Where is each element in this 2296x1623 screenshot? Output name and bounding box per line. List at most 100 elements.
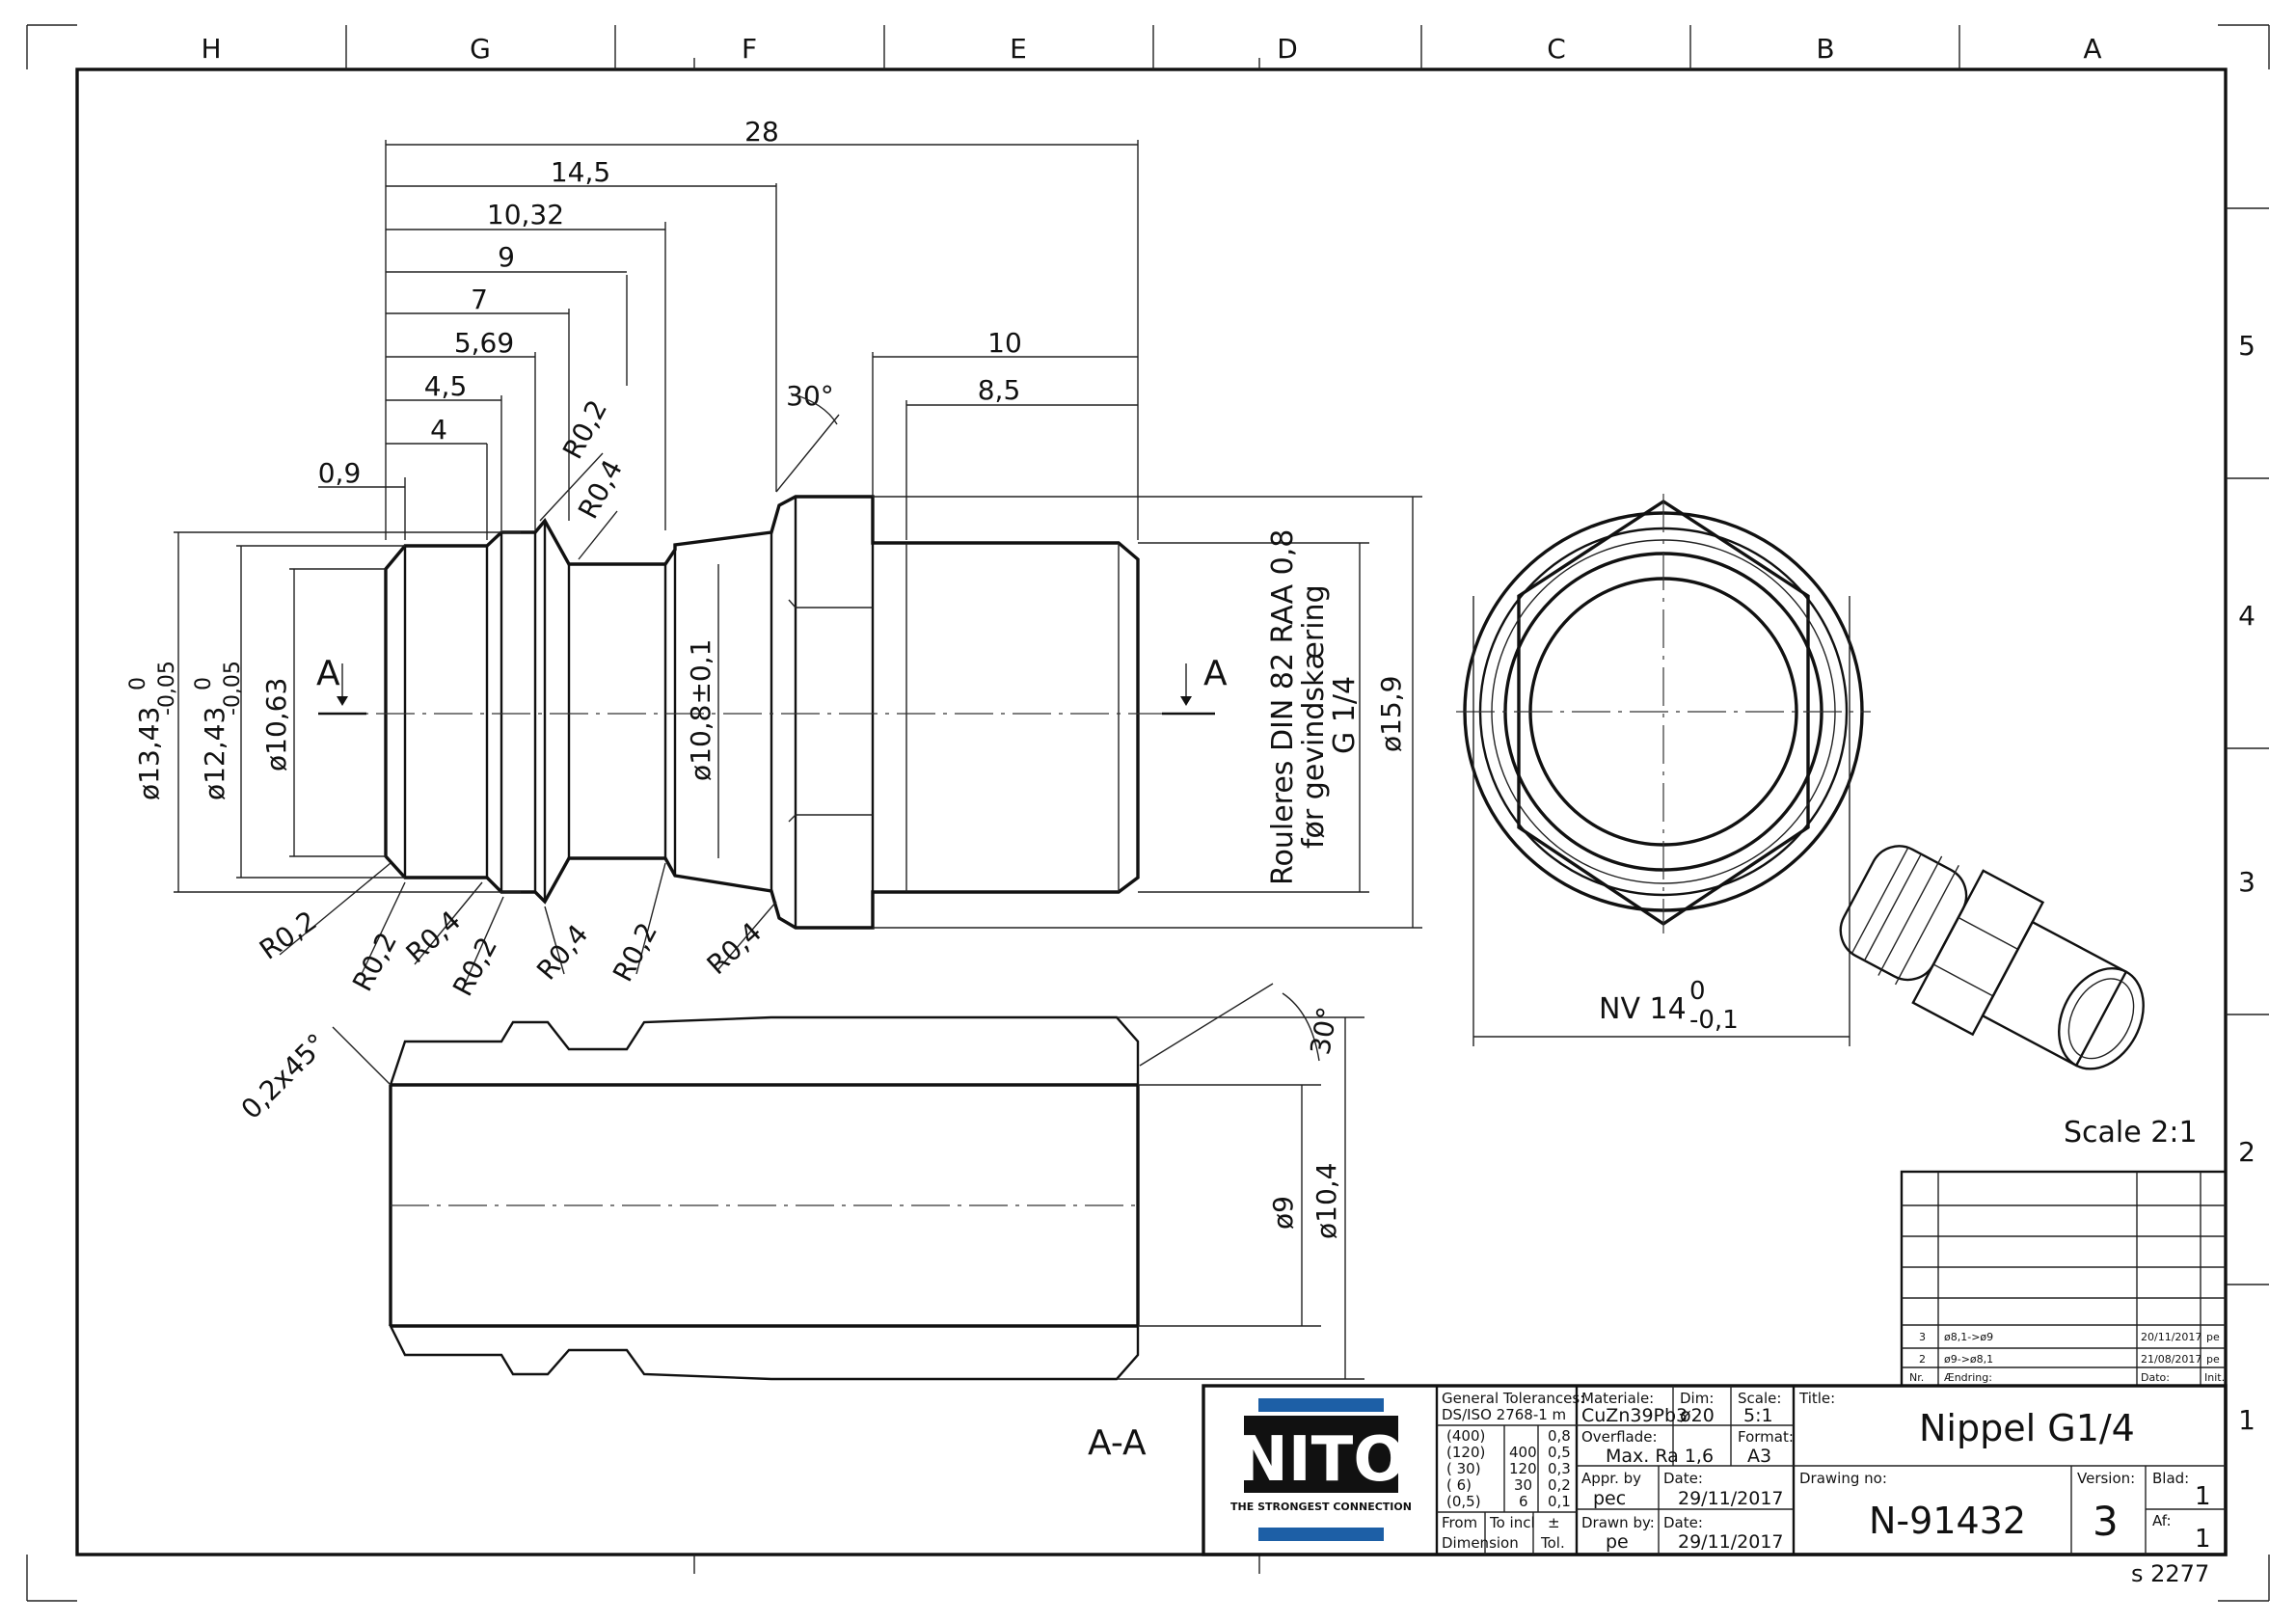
tol-dimension: Dimension — [1442, 1534, 1519, 1552]
col-letter: F — [742, 33, 757, 65]
top-radii — [539, 452, 618, 560]
col-letter: H — [201, 33, 221, 65]
radius-label: R0,4 — [530, 918, 594, 986]
radius-label: R0,2 — [446, 932, 503, 1001]
rev-nr: 2 — [1919, 1353, 1926, 1366]
version-value: 3 — [2093, 1498, 2119, 1545]
hex-nv: NV 14 — [1599, 992, 1687, 1026]
knurl-note-line2: før gevindskæring — [1297, 584, 1331, 849]
side-view — [318, 495, 1215, 930]
revision-table — [1900, 1170, 2228, 1388]
appr-value: pec — [1593, 1488, 1626, 1509]
af-label: Af: — [2152, 1512, 2172, 1529]
tol-upper: 30 — [1514, 1476, 1532, 1494]
logo-tagline: THE STRONGEST CONNECTION — [1230, 1501, 1412, 1513]
dia-12-43-tol-dn: -0,05 — [221, 661, 245, 716]
section-d9: ø9 — [1267, 1196, 1299, 1230]
dia-12-43: ø12,43 — [199, 707, 230, 800]
row-number: 4 — [2238, 600, 2255, 632]
drawing-title: Nippel G1/4 — [1919, 1407, 2135, 1449]
dim-value: ø20 — [1680, 1405, 1715, 1426]
tol-from: From — [1442, 1514, 1477, 1531]
dim-28: 28 — [744, 116, 779, 148]
row-number: 1 — [2238, 1404, 2255, 1436]
section-view — [332, 983, 1364, 1381]
top-dim-labels: 28 14,5 10,32 9 7 5,69 4,5 4 0,9 10 8,5 … — [318, 116, 1022, 489]
tol-upper: 120 — [1509, 1460, 1537, 1477]
dim-0-9: 0,9 — [318, 457, 362, 489]
rev-header-nr: Nr. — [1909, 1371, 1924, 1384]
row-number: 5 — [2238, 330, 2255, 362]
surface-label: Overflade: — [1581, 1428, 1658, 1446]
section-chamfer: 0,2x45° — [235, 1027, 334, 1125]
dia-15-9-lines — [873, 496, 1422, 929]
hex-tol-up: 0 — [1689, 977, 1706, 1006]
rev-header-init: Init. — [2204, 1371, 2225, 1384]
tol-value: 0,5 — [1548, 1444, 1571, 1461]
tol-range: (0,5) — [1446, 1493, 1481, 1510]
tol-upper: 400 — [1509, 1444, 1537, 1461]
tol-range: (400) — [1446, 1427, 1485, 1445]
radius-label: R0,2 — [346, 927, 403, 996]
section-mark-right: A — [1203, 654, 1228, 693]
row-number: 3 — [2238, 866, 2255, 898]
date-value: 29/11/2017 — [1678, 1531, 1784, 1553]
bottom-radii — [279, 862, 777, 989]
dim-5-69: 5,69 — [454, 327, 514, 359]
radius-label: R0,2 — [254, 905, 322, 966]
appr-label: Appr. by — [1581, 1470, 1641, 1487]
col-letter: E — [1010, 33, 1027, 65]
col-letter: A — [2083, 33, 2101, 65]
title-fields: Title: Nippel G1/4 Drawing no: N-91432 V… — [1798, 1390, 2211, 1554]
dim-14-5: 14,5 — [551, 156, 610, 188]
dim-9: 9 — [498, 241, 515, 273]
dia-10-63: ø10,63 — [260, 678, 292, 771]
rev-init: pe — [2206, 1353, 2220, 1366]
dim-30deg: 30° — [786, 380, 834, 412]
end-view-hex — [1456, 494, 1871, 1046]
rev-date: 21/08/2017 — [2141, 1353, 2201, 1366]
section-label: A-A — [1088, 1423, 1147, 1463]
radius-label: R0,4 — [400, 905, 468, 969]
col-letter: G — [470, 33, 491, 65]
revision-rows: 3 ø8,1->ø9 20/11/2017 pe 2 ø9->ø8,1 21/0… — [1909, 1331, 2225, 1384]
format-value: A3 — [1747, 1446, 1771, 1467]
tol-range: ( 30) — [1446, 1460, 1481, 1477]
dia-13-43-tol-up: 0 — [126, 677, 150, 690]
drawing-no-label: Drawing no: — [1799, 1470, 1887, 1487]
tol-to-incl: To incl — [1489, 1514, 1535, 1531]
material-fields: Materiale: CuZn39Pb3 Dim: ø20 Scale: 5:1… — [1581, 1390, 1794, 1553]
section-d10-4: ø10,4 — [1310, 1163, 1342, 1239]
dim-4-5: 4,5 — [424, 370, 468, 402]
section-mark-left: A — [316, 654, 340, 693]
date-label: Date: — [1663, 1514, 1703, 1531]
material-value: CuZn39Pb3 — [1581, 1405, 1688, 1426]
rev-nr: 3 — [1919, 1331, 1926, 1343]
format-label: Format: — [1738, 1428, 1794, 1446]
tol-value: 0,8 — [1548, 1427, 1571, 1445]
sheet-frame — [26, 24, 2270, 1602]
rev-init: pe — [2206, 1331, 2220, 1343]
rev-text: ø9->ø8,1 — [1944, 1353, 1993, 1366]
radius-label: R0,2 — [607, 917, 663, 987]
version-label: Version: — [2077, 1470, 2135, 1487]
tol-pm: ± — [1548, 1514, 1560, 1531]
row-numbers: 5 4 3 2 1 — [2238, 330, 2255, 1436]
drawn-label: Drawn by: — [1581, 1514, 1655, 1531]
column-letters: H G F E D C B A — [201, 33, 2101, 65]
blad-value: 1 — [2195, 1482, 2211, 1511]
radius-label: R0,4 — [701, 916, 769, 981]
title-block — [1202, 1384, 2228, 1556]
tol-upper: 6 — [1519, 1493, 1528, 1510]
gen-tol-std: DS/ISO 2768-1 m — [1442, 1406, 1566, 1423]
iso-scale: Scale 2:1 — [2064, 1116, 2198, 1150]
radius-label: R0,2 — [556, 394, 613, 464]
dim-8-5: 8,5 — [978, 374, 1021, 406]
tol-range: ( 6) — [1446, 1476, 1472, 1494]
tol-tol: Tol. — [1540, 1534, 1565, 1552]
dim-4: 4 — [430, 414, 447, 446]
dia-13-43: ø13,43 — [133, 707, 165, 800]
dia-13-43-tol-dn: -0,05 — [155, 661, 179, 716]
rev-date: 20/11/2017 — [2141, 1331, 2201, 1343]
surface-value: Max. Ra 1,6 — [1606, 1446, 1714, 1467]
